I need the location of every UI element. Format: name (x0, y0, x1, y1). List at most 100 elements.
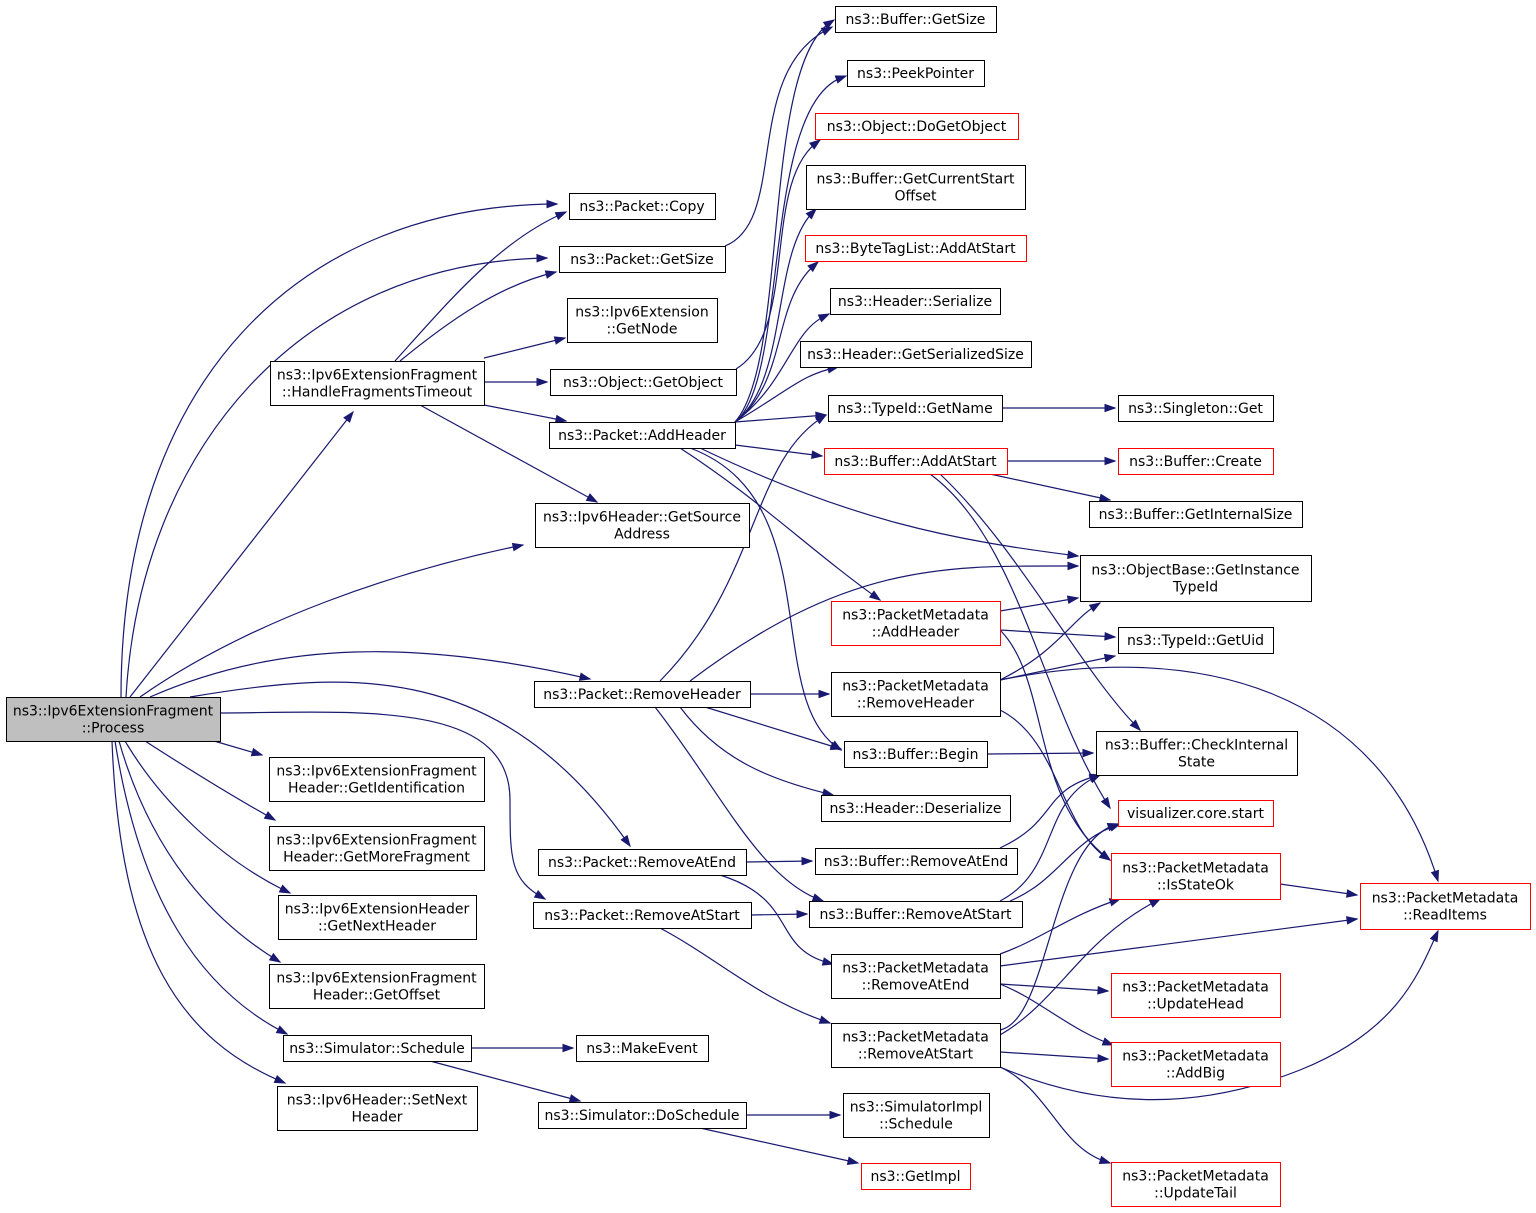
node-bufGetIntSize[interactable]: ns3::Buffer::GetInternalSize (1089, 501, 1303, 528)
node-pmRemoveAtStart[interactable]: ns3::PacketMetadata::RemoveAtStart (831, 1023, 1001, 1068)
edge-pktAddHeader-to-objBaseGetInst (699, 447, 1080, 559)
node-label: ns3::Buffer::GetSize (846, 12, 986, 28)
node-getOffset[interactable]: ns3::Ipv6ExtensionFragmentHeader::GetOff… (269, 964, 485, 1009)
node-label: ::UpdateHead (1147, 997, 1244, 1013)
node-pmReadItems[interactable]: ns3::PacketMetadata::ReadItems (1360, 883, 1531, 930)
node-bufRemoveAtEnd[interactable]: ns3::Buffer::RemoveAtEnd (815, 848, 1018, 875)
node-pktRemoveAtEnd[interactable]: ns3::Packet::RemoveAtEnd (538, 849, 747, 876)
edge-line (659, 414, 827, 682)
node-pktAddHeader[interactable]: ns3::Packet::AddHeader (549, 422, 736, 449)
node-pmUpdateTail[interactable]: ns3::PacketMetadata::UpdateTail (1111, 1162, 1281, 1207)
node-doGetObject[interactable]: ns3::Object::DoGetObject (815, 113, 1019, 140)
arrowhead-icon (511, 542, 525, 552)
arrowhead-icon (578, 672, 592, 681)
arrowhead-icon (278, 884, 292, 894)
node-bufGetSize[interactable]: ns3::Buffer::GetSize (835, 6, 997, 33)
node-box (277, 1086, 478, 1131)
arrowhead-icon (1103, 653, 1117, 663)
edge-schedule-to-makeEvent (471, 1043, 575, 1053)
node-btlAddAtStart[interactable]: ns3::ByteTagList::AddAtStart (805, 235, 1027, 262)
edge-pmRemoveAtStart-to-vizStart (999, 823, 1120, 1031)
node-pktRemoveAtStart[interactable]: ns3::Packet::RemoveAtStart (533, 902, 752, 929)
node-bufRemoveAtStart[interactable]: ns3::Buffer::RemoveAtStart (809, 901, 1023, 928)
node-bufBegin[interactable]: ns3::Buffer::Begin (844, 741, 988, 768)
arrowhead-icon (1429, 929, 1439, 943)
node-pktRemoveHeader[interactable]: ns3::Packet::RemoveHeader (534, 681, 751, 708)
node-doSchedule[interactable]: ns3::Simulator::DoSchedule (538, 1102, 747, 1129)
node-label: ::IsStateOk (1157, 878, 1235, 894)
node-pmUpdateHead[interactable]: ns3::PacketMetadata::UpdateHead (1111, 973, 1281, 1018)
edge-pmIsStateOk-to-pmReadItems (1279, 883, 1359, 898)
node-schedule[interactable]: ns3::Simulator::Schedule (283, 1035, 472, 1062)
node-getImpl[interactable]: ns3::GetImpl (861, 1163, 971, 1190)
edge-pktAddHeader-to-btlAddAtStart (734, 261, 820, 423)
node-pktCopy[interactable]: ns3::Packet::Copy (569, 193, 716, 220)
node-pmRemoveAtEnd[interactable]: ns3::PacketMetadata::RemoveAtEnd (831, 954, 1001, 999)
node-label: ns3::PacketMetadata (842, 679, 989, 695)
node-hdrDeserialize[interactable]: ns3::Header::Deserialize (821, 795, 1011, 822)
edge-bufAddAtStart-to-bufCreate (1007, 456, 1117, 466)
node-process[interactable]: ns3::Ipv6ExtensionFragment::Process (6, 697, 221, 742)
node-pktGetSize[interactable]: ns3::Packet::GetSize (559, 246, 726, 273)
node-box (809, 901, 1023, 928)
node-typeIdGetUid[interactable]: ns3::TypeId::GetUid (1118, 627, 1274, 654)
edge-line (679, 706, 834, 796)
node-label: ns3::Packet::RemoveHeader (543, 687, 741, 703)
edge-pmRemoveAtStart-to-pmReadItems (999, 929, 1439, 1101)
node-vizStart[interactable]: visualizer.core.start (1118, 800, 1274, 827)
node-label: ::Process (82, 721, 145, 737)
edge-schedule-to-doSchedule (429, 1060, 582, 1103)
node-handleTimeout[interactable]: ns3::Ipv6ExtensionFragment::HandleFragme… (270, 361, 485, 406)
node-label: ns3::PacketMetadata (842, 1030, 989, 1046)
node-box (1096, 731, 1298, 776)
node-hdrSerialize[interactable]: ns3::Header::Serialize (830, 288, 1001, 315)
node-label: ns3::Buffer::GetCurrentStart (817, 172, 1015, 188)
node-box (815, 848, 1018, 875)
arrowhead-icon (807, 261, 820, 273)
node-bufAddAtStart[interactable]: ns3::Buffer::AddAtStart (824, 448, 1008, 475)
edge-process-to-handleTimeout (129, 410, 354, 698)
node-bufCreate[interactable]: ns3::Buffer::Create (1118, 448, 1274, 475)
arrowhead-icon (1345, 889, 1359, 898)
node-label: ns3::Ipv6ExtensionFragment (13, 704, 214, 720)
node-pmRemoveHeader[interactable]: ns3::PacketMetadata::RemoveHeader (831, 672, 1001, 717)
node-box (535, 503, 750, 548)
arrowhead-icon (818, 1015, 832, 1024)
node-extGetNode[interactable]: ns3::Ipv6Extension::GetNode (567, 298, 718, 343)
edge-typeIdGetName-to-singletonGet (1002, 403, 1117, 413)
node-pmIsStateOk[interactable]: ns3::PacketMetadata::IsStateOk (1111, 853, 1281, 900)
edge-line (429, 1060, 581, 1102)
node-getIdent[interactable]: ns3::Ipv6ExtensionFragmentHeader::GetIde… (269, 757, 485, 802)
edge-pmRemoveHeader-to-objBaseGetInst (999, 602, 1102, 681)
node-simImplSchedule[interactable]: ns3::SimulatorImpl::Schedule (843, 1093, 990, 1138)
node-singletonGet[interactable]: ns3::Singleton::Get (1118, 395, 1274, 422)
node-getMoreFrag[interactable]: ns3::Ipv6ExtensionFragmentHeader::GetMor… (269, 826, 485, 871)
edge-line (999, 666, 1439, 882)
node-pmAddHeader[interactable]: ns3::PacketMetadata::AddHeader (831, 601, 1001, 646)
edge-handleTimeout-to-pktCopy (394, 211, 568, 362)
node-peekPointer[interactable]: ns3::PeekPointer (847, 60, 985, 87)
edge-process-to-getOffset (118, 740, 282, 963)
node-getNextHeader[interactable]: ns3::Ipv6ExtensionHeader::GetNextHeader (278, 895, 477, 940)
arrowhead-icon (585, 493, 599, 503)
arrowhead-icon (1148, 898, 1162, 908)
node-objGetObject[interactable]: ns3::Object::GetObject (550, 369, 737, 396)
node-label: ns3::Ipv6ExtensionFragment (276, 971, 477, 987)
arrowhead-icon (818, 689, 831, 699)
node-hdrGetSerSize[interactable]: ns3::Header::GetSerializedSize (800, 341, 1032, 368)
arrowhead-icon (1129, 719, 1142, 732)
node-pmAddBig[interactable]: ns3::PacketMetadata::AddBig (1111, 1042, 1281, 1087)
edge-pmRemoveAtStart-to-pmAddBig (999, 1051, 1110, 1063)
edge-bufAddAtStart-to-bufGetIntSize (989, 473, 1112, 502)
edge-line (699, 1127, 859, 1164)
edge-process-to-schedule (114, 740, 289, 1035)
edge-pktRemoveAtStart-to-pmRemoveAtStart (659, 927, 832, 1024)
node-makeEvent[interactable]: ns3::MakeEvent (576, 1035, 709, 1062)
edge-process-to-getSourceAddr (139, 542, 525, 698)
node-typeIdGetName[interactable]: ns3::TypeId::GetName (828, 395, 1003, 422)
